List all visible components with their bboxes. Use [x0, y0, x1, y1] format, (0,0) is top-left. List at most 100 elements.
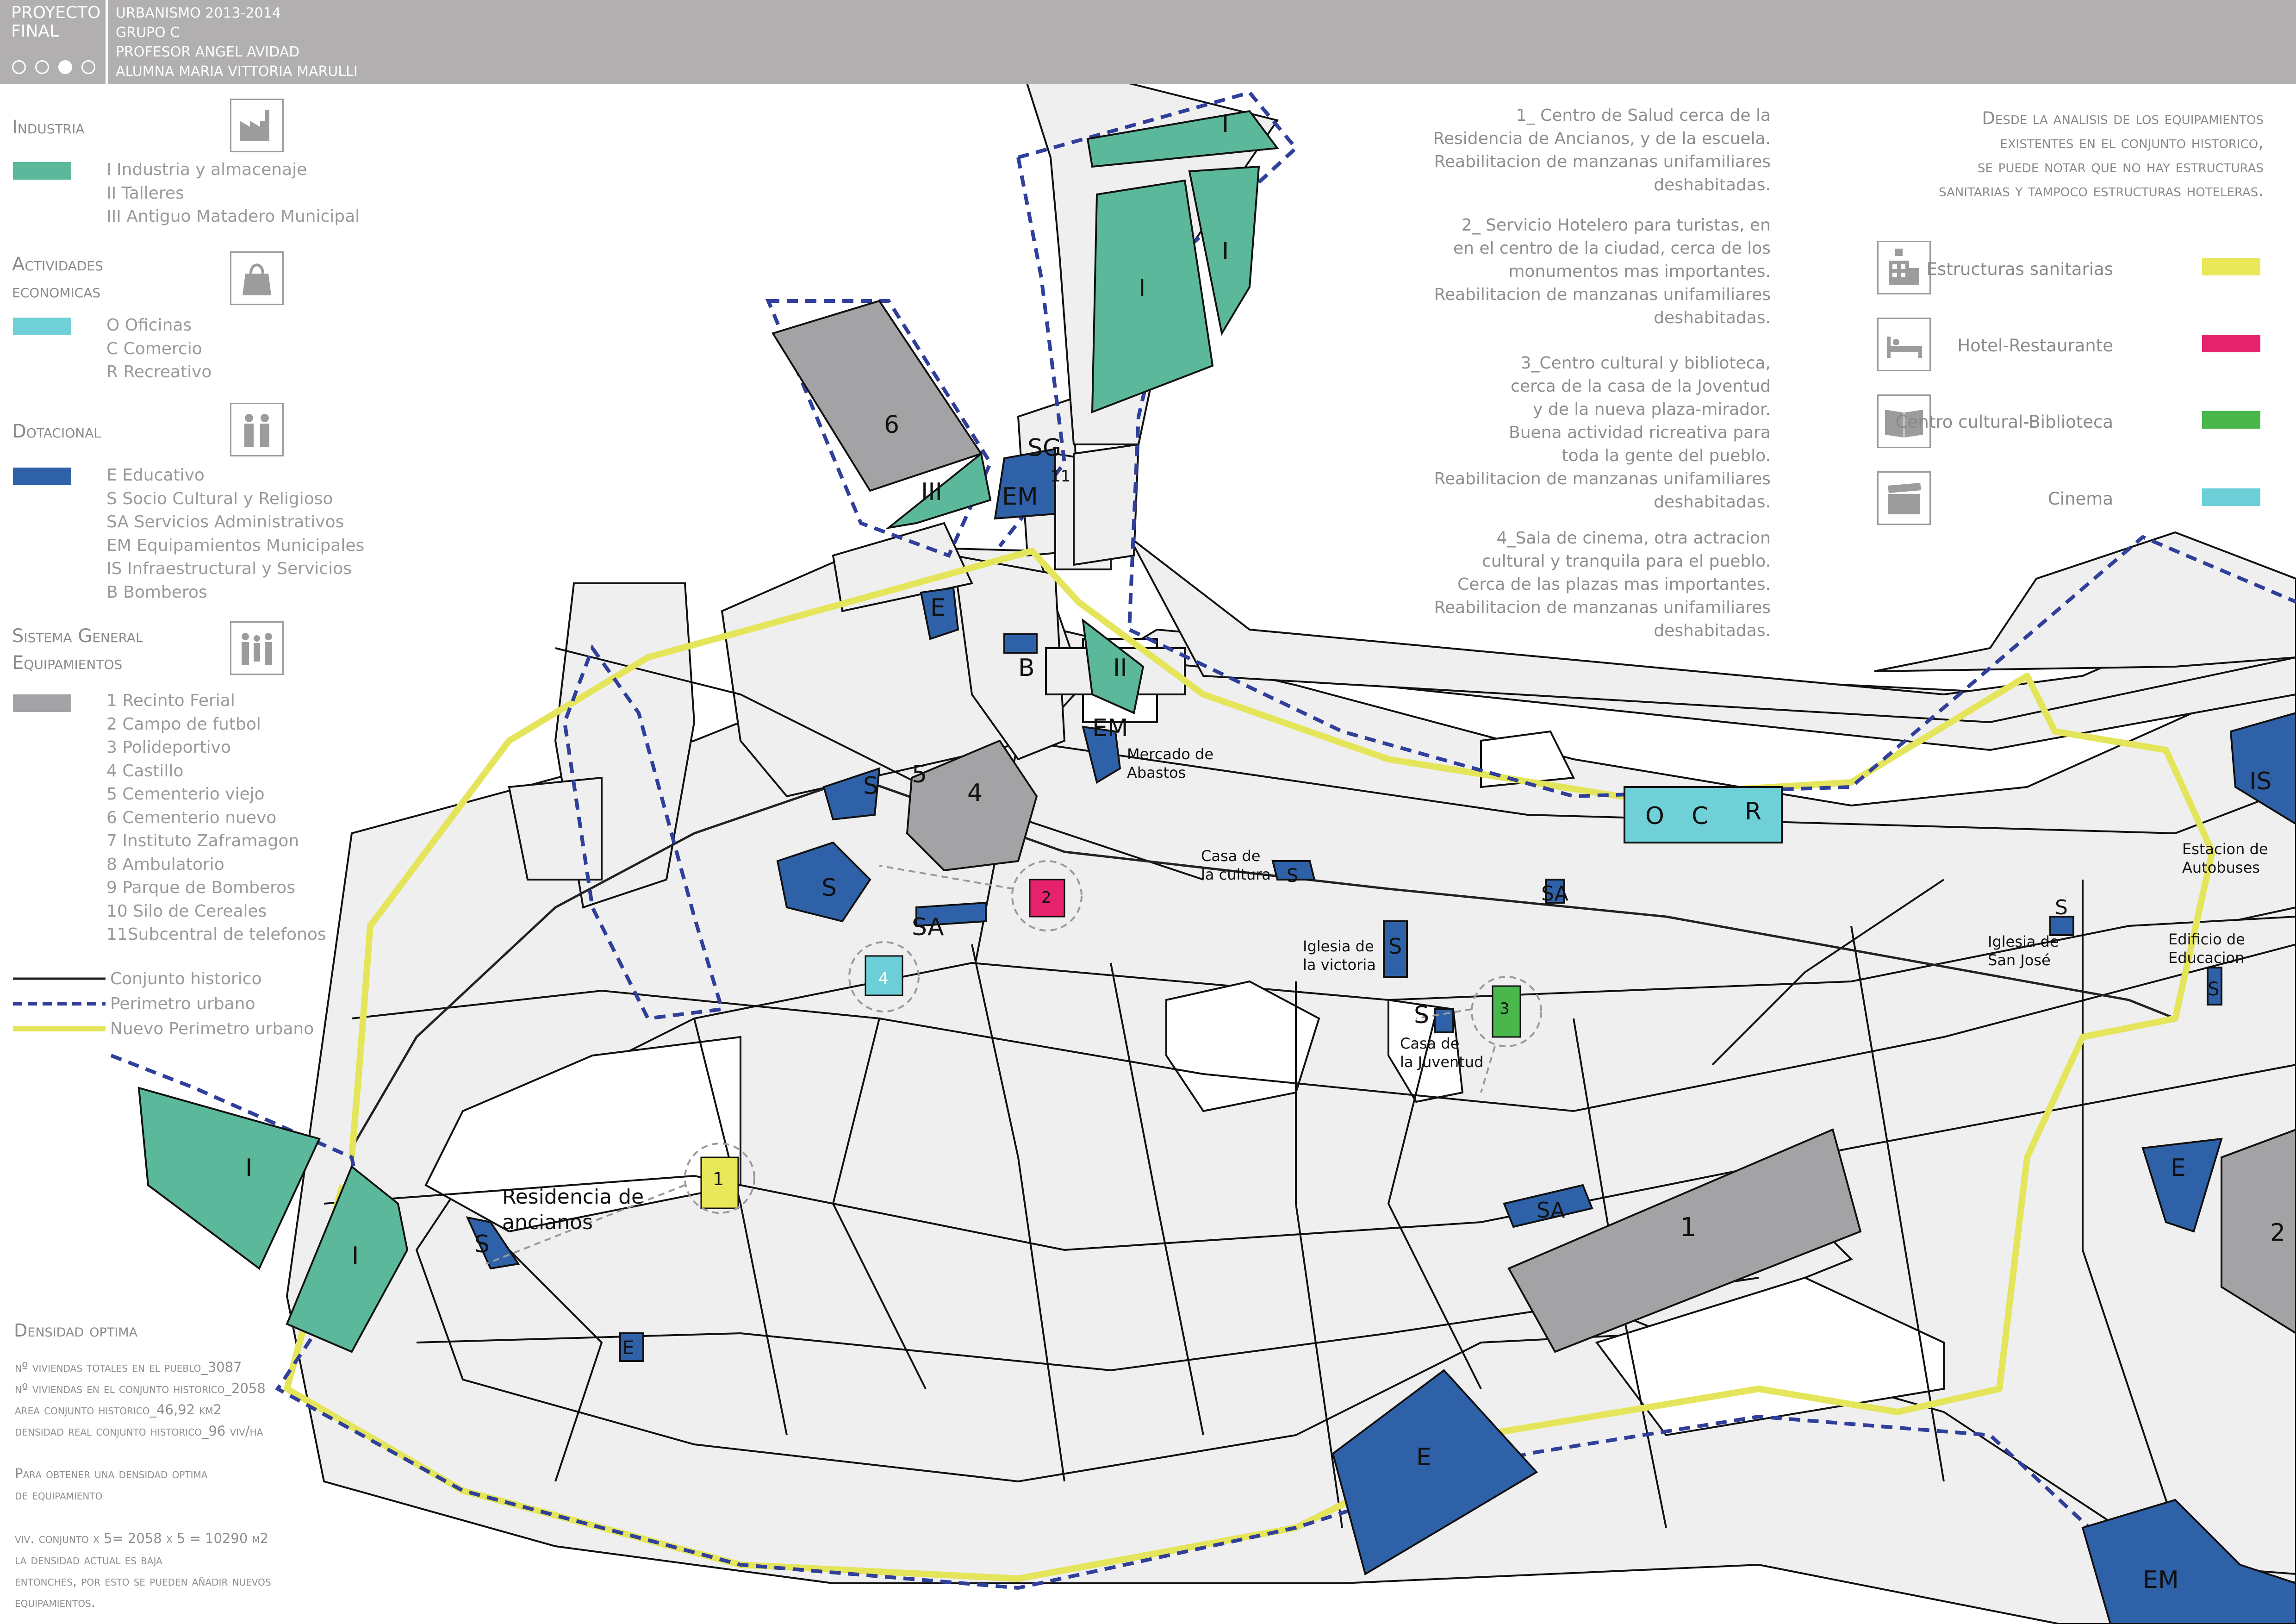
hospital-icon [1877, 241, 1931, 294]
label-proposal-2: 2 [1041, 888, 1052, 907]
analysis-label-hotel: Hotel-Restaurante [1957, 336, 2113, 356]
legend-sistema-item: 2 Campo de futbol [106, 714, 261, 734]
book-icon [1877, 394, 1931, 448]
label-ind-1: I [1222, 110, 1229, 138]
note-4: 4_Sala de cinema, otra actracion cultura… [1354, 527, 1771, 643]
label-ind-4: I [245, 1154, 252, 1182]
legend-actividades-list: O Oficinas C Comercio R Recreativo [106, 314, 212, 384]
note-line: cerca de la casa de la Joventud [1511, 377, 1771, 396]
legend-sistema-item: 10 Silo de Cereales [106, 901, 267, 921]
label-campo-futbol: 2 [2270, 1219, 2285, 1247]
progress-dot-4 [81, 60, 95, 74]
analysis-label-cinema: Cinema [2047, 489, 2113, 509]
densidad-para: Para obtener una densidad optima de equi… [15, 1463, 207, 1505]
legend-sistema-item: 8 Ambulatorio [106, 855, 224, 874]
label-5: 5 [912, 761, 927, 788]
factory-icon [230, 99, 284, 152]
note-line: Reabilitacion de manzanas unifamiliares [1434, 469, 1771, 488]
legend-sistema-item: 5 Cementerio viejo [106, 785, 265, 804]
note-line: 2_ Servicio Hotelero para turistas, en [1461, 216, 1771, 235]
analysis-label-cultural: Centro cultural-Biblioteca [1895, 412, 2113, 432]
label-proposal-1: 1 [713, 1169, 724, 1189]
label-o: O [1645, 802, 1664, 830]
label-ind-2: I [1139, 275, 1145, 302]
legend-dotacional-item: S Socio Cultural y Religioso [106, 489, 333, 508]
bed-icon [1877, 318, 1931, 371]
nuevo-perimetro-line [284, 548, 2215, 1582]
label-em-2: EM [1092, 714, 1128, 742]
legend-industria-swatch [13, 162, 71, 180]
note-line: deshabitadas. [1654, 175, 1771, 194]
label-ind-5: I [352, 1242, 359, 1270]
label-11: 11 [1051, 467, 1070, 486]
label-s-7: S [2055, 896, 2068, 919]
legend-dotacional-item: IS Infraestructural y Servicios [106, 559, 352, 578]
note-line: deshabitadas. [1654, 308, 1771, 327]
label-matadero: III [921, 478, 942, 506]
legend-actividades-swatch [13, 318, 71, 335]
densidad-stats: nº viviendas totales en el pueblo_3087 n… [15, 1356, 266, 1442]
ocr-block [1624, 786, 1783, 843]
progress-dot-1 [12, 60, 26, 74]
analysis-swatch-cultural [2202, 411, 2260, 429]
label-e-4: E [2171, 1154, 2186, 1182]
legend-sistema-title-1: Sistema General [12, 625, 143, 647]
note-line: 1_ Centro de Salud cerca de la [1516, 106, 1771, 125]
legend-industria-item: I Industria y almacenaje [106, 160, 307, 179]
legend-sistema-item: 7 Instituto Zaframagon [106, 831, 299, 850]
header-divider [106, 0, 108, 84]
legend-industria-item: II Talleres [106, 183, 184, 203]
place-iglesia-jose-1: Iglesia de [1988, 933, 2059, 950]
legend-actividades-title: Actividades economicas [12, 251, 103, 305]
legend-dotacional-item: EM Equipamientos Municipales [106, 536, 365, 555]
label-proposal-3: 3 [1500, 999, 1510, 1018]
legend-actividades-title-2: economicas [12, 281, 101, 302]
note-line: 3_Centro cultural y biblioteca, [1520, 354, 1771, 373]
densidad-line: nº viviendas en el conjunto historico_20… [15, 1380, 266, 1396]
densidad-calc: viv. conjunto x 5= 2058 x 5 = 10290 m2 l… [15, 1528, 271, 1613]
label-s-1: S [863, 772, 878, 800]
course-info-line-3: PROFESOR ANGEL AVIDAD [116, 44, 300, 60]
line-legend-label: Nuevo Perimetro urbano [110, 1019, 314, 1038]
label-s-3: S [1287, 865, 1298, 887]
proposal-circles [485, 860, 1542, 1265]
note-3: 3_Centro cultural y biblioteca, cerca de… [1354, 352, 1771, 514]
note-line: en el centro de la ciudad, cerca de los [1453, 239, 1771, 258]
course-info-line-2: GRUPO C [116, 25, 180, 41]
analysis-swatch-sanitarias [2202, 258, 2260, 275]
legend-dotacional-item: SA Servicios Administrativos [106, 512, 344, 531]
densidad-calc-line: viv. conjunto x 5= 2058 x 5 = 10290 m2 [15, 1530, 269, 1546]
legend-industria-list: I Industria y almacenaje II Talleres III… [106, 158, 360, 229]
label-sa-2: SA [1541, 882, 1568, 906]
label-r: R [1745, 798, 1761, 825]
label-s-5: S [1414, 1001, 1429, 1029]
place-edificio-2: Educacion [2168, 949, 2244, 967]
legend-sistema-item: 9 Parque de Bomberos [106, 878, 295, 897]
note-line: Cerca de las plazas mas importantes. [1457, 575, 1771, 594]
line-legend-label: Conjunto historico [110, 969, 262, 988]
legend-sistema-item: 6 Cementerio nuevo [106, 808, 277, 827]
legend-dotacional-item: E Educativo [106, 466, 205, 485]
place-casa-juventud-2: la Juventud [1400, 1053, 1483, 1071]
place-estacion-2: Autobuses [2182, 859, 2260, 876]
shopping-bag-icon [230, 251, 284, 305]
densidad-calc-line: entonches, por esto se pueden añadir nue… [15, 1573, 271, 1589]
place-mercado-1: Mercado de [1127, 745, 1213, 763]
analysis-intro-line: se puede notar que no hay estructuras [1977, 156, 2264, 176]
legend-industria-title: Industria [12, 117, 85, 138]
analysis-intro-line: Desde la analisis de los equipamientos [1982, 108, 2264, 128]
label-s-2: S [821, 874, 837, 902]
label-b: B [1018, 654, 1035, 682]
analysis-intro-line: existentes en el conjunto historico, [2000, 132, 2264, 152]
note-line: Residencia de Ancianos, y de la escuela. [1433, 129, 1771, 148]
analysis-intro: Desde la analisis de los equipamientos e… [1847, 106, 2264, 203]
label-s-6: S [474, 1230, 490, 1258]
note-line: Reabilitacion de manzanas unifamiliares [1434, 152, 1771, 171]
note-1: 1_ Centro de Salud cerca de la Residenci… [1354, 104, 1771, 197]
legend-sistema-item: 11Subcentral de telefonos [106, 925, 326, 944]
place-casa-cultura-2: la cultura [1201, 866, 1271, 883]
project-title: PROYECTO FINAL [11, 4, 100, 41]
place-edificio-1: Edificio de [2168, 931, 2245, 948]
legend-actividades-item: O Oficinas [106, 316, 192, 335]
